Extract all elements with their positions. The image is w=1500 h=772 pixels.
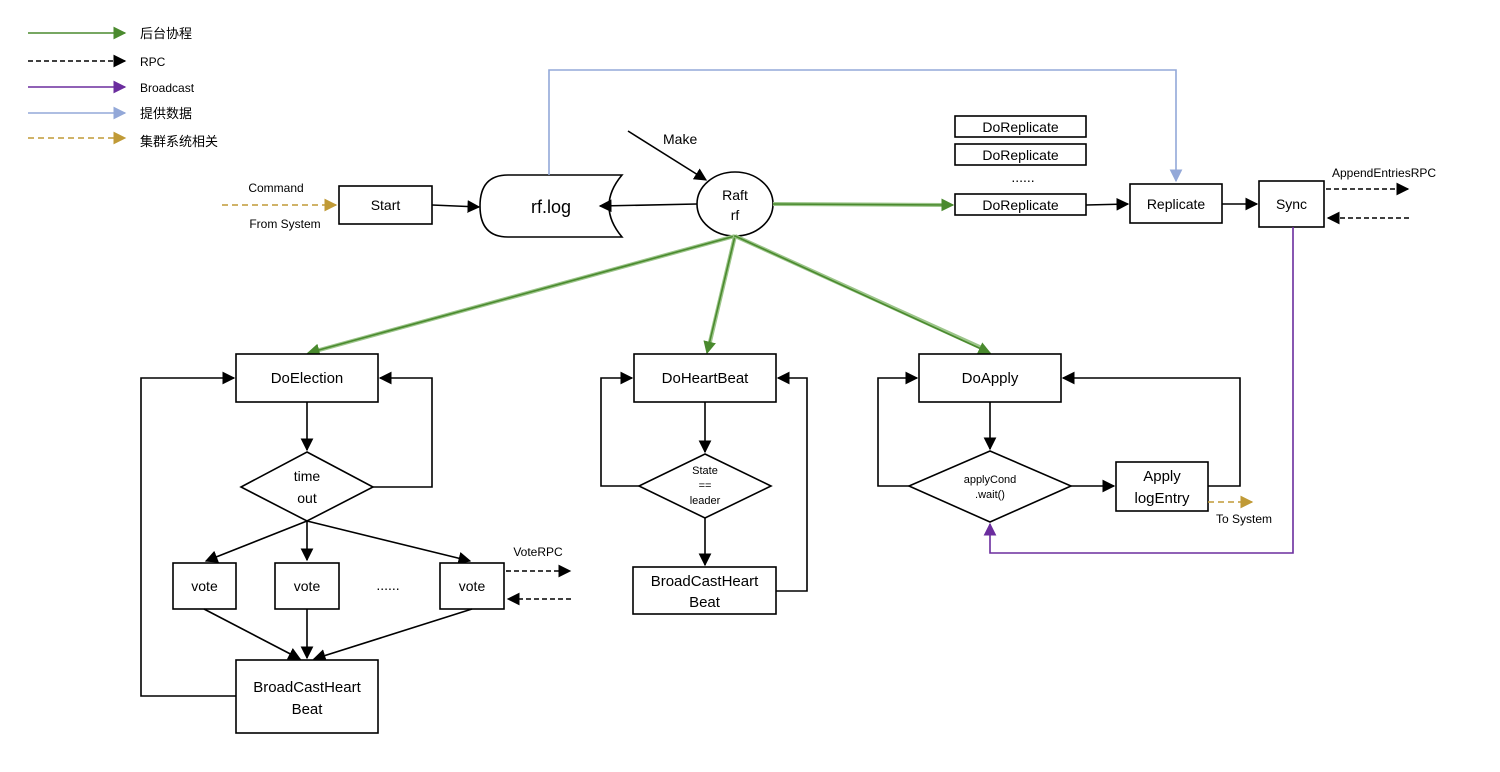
raft-to-election-arrow	[306, 235, 736, 357]
doreplicate-box-2	[954, 143, 1087, 166]
heartbeat-broadcast-label-2: Beat	[689, 594, 721, 611]
heartbeat-broadcast-loop-arrow	[776, 371, 808, 592]
vote-label-1: vote	[191, 578, 218, 594]
applyentry-label-1: Apply	[1143, 468, 1181, 485]
leader-cond-label-3: leader	[690, 495, 721, 507]
heartbeat-broadcast-box	[632, 566, 777, 615]
sync-broadcast-arrow	[983, 227, 1294, 554]
vote-rpc-label: VoteRPC	[513, 545, 563, 559]
election-broadcast-label-1: BroadCastHeart	[253, 679, 361, 696]
election-broadcast-loop-arrow	[140, 371, 236, 697]
command-label: Command	[248, 181, 303, 195]
timeout-loop-arrow	[373, 371, 433, 488]
doelection-box	[235, 353, 379, 403]
election-broadcast-box	[235, 659, 379, 734]
doelection-label: DoElection	[271, 370, 344, 387]
doreplicate-label-3: DoReplicate	[982, 197, 1058, 213]
applycond-loop-arrow	[877, 371, 919, 487]
legend: 后台协程 RPC Broadcast 提供数据 集群系统相关	[28, 26, 218, 149]
provide-data-arrow	[548, 69, 1183, 183]
legend-rpc-label: RPC	[140, 55, 166, 69]
rflog-label: rf.log	[531, 197, 571, 217]
doheartbeat-box	[633, 353, 777, 403]
applycond-label-2: .wait()	[975, 489, 1005, 501]
timeout-to-vote1-arrow	[204, 520, 308, 563]
vote-box-3	[439, 562, 505, 610]
timeout-diamond	[239, 451, 375, 522]
start-to-log-arrow	[431, 200, 481, 213]
raft-to-log-arrow	[598, 199, 698, 213]
doreplicate-label-2: DoReplicate	[982, 147, 1058, 163]
make-arrow	[627, 130, 708, 181]
raft-to-doreplicate-arrow	[772, 198, 955, 212]
timeout-label-1: time	[294, 468, 321, 484]
applyentry-box	[1115, 461, 1209, 512]
heartbeat-broadcast-label-1: BroadCastHeart	[651, 573, 759, 590]
vote-box-1	[172, 562, 237, 610]
vote-label-2: vote	[294, 578, 321, 594]
vote1-to-broadcast-arrow	[203, 608, 302, 660]
doheartbeat-label: DoHeartBeat	[662, 370, 750, 387]
doreplicate-ellipsis: ......	[1011, 169, 1034, 185]
start-box	[338, 185, 433, 225]
applyentry-loop-arrow	[1061, 371, 1241, 487]
legend-cluster-label: 集群系统相关	[140, 134, 218, 149]
vote3-to-broadcast-arrow	[312, 608, 473, 662]
sync-box	[1258, 180, 1325, 228]
sync-label: Sync	[1276, 196, 1307, 212]
doreplicate-label-1: DoReplicate	[982, 119, 1058, 135]
raft-node	[696, 171, 774, 237]
timeout-label-2: out	[297, 490, 317, 506]
raft-rf-label: rf	[731, 207, 740, 223]
vote-ellipsis: ......	[376, 577, 399, 593]
doreplicate-box-1	[954, 115, 1087, 138]
leader-cond-label-2: ==	[699, 480, 712, 492]
start-label: Start	[371, 197, 401, 213]
raft-to-heartbeat-arrow	[703, 235, 736, 355]
doreplicate-to-replicate-arrow	[1085, 197, 1130, 211]
replicate-label: Replicate	[1147, 196, 1206, 212]
append-rpc-label: AppendEntriesRPC	[1332, 166, 1436, 180]
election-broadcast-label-2: Beat	[292, 701, 324, 718]
replicate-box	[1129, 183, 1223, 224]
from-system-label: From System	[249, 217, 320, 231]
applyentry-label-2: logEntry	[1134, 490, 1190, 507]
leader-false-loop-arrow	[600, 371, 639, 487]
applycond-label-1: applyCond	[964, 474, 1017, 486]
legend-green-label: 后台协程	[140, 26, 192, 41]
doapply-label: DoApply	[962, 370, 1019, 387]
make-label: Make	[663, 131, 697, 147]
to-system-label: To System	[1216, 512, 1272, 526]
timeout-to-vote3-arrow	[306, 520, 472, 565]
raft-label: Raft	[722, 187, 748, 203]
leader-cond-label-1: State	[692, 465, 718, 477]
rflog-store	[479, 174, 624, 238]
legend-data-label: 提供数据	[140, 106, 192, 121]
legend-broadcast-label: Broadcast	[140, 81, 195, 95]
raft-to-apply-arrow	[734, 235, 992, 355]
doapply-box	[918, 353, 1062, 403]
vote-label-3: vote	[459, 578, 486, 594]
applycond-diamond	[907, 450, 1073, 523]
